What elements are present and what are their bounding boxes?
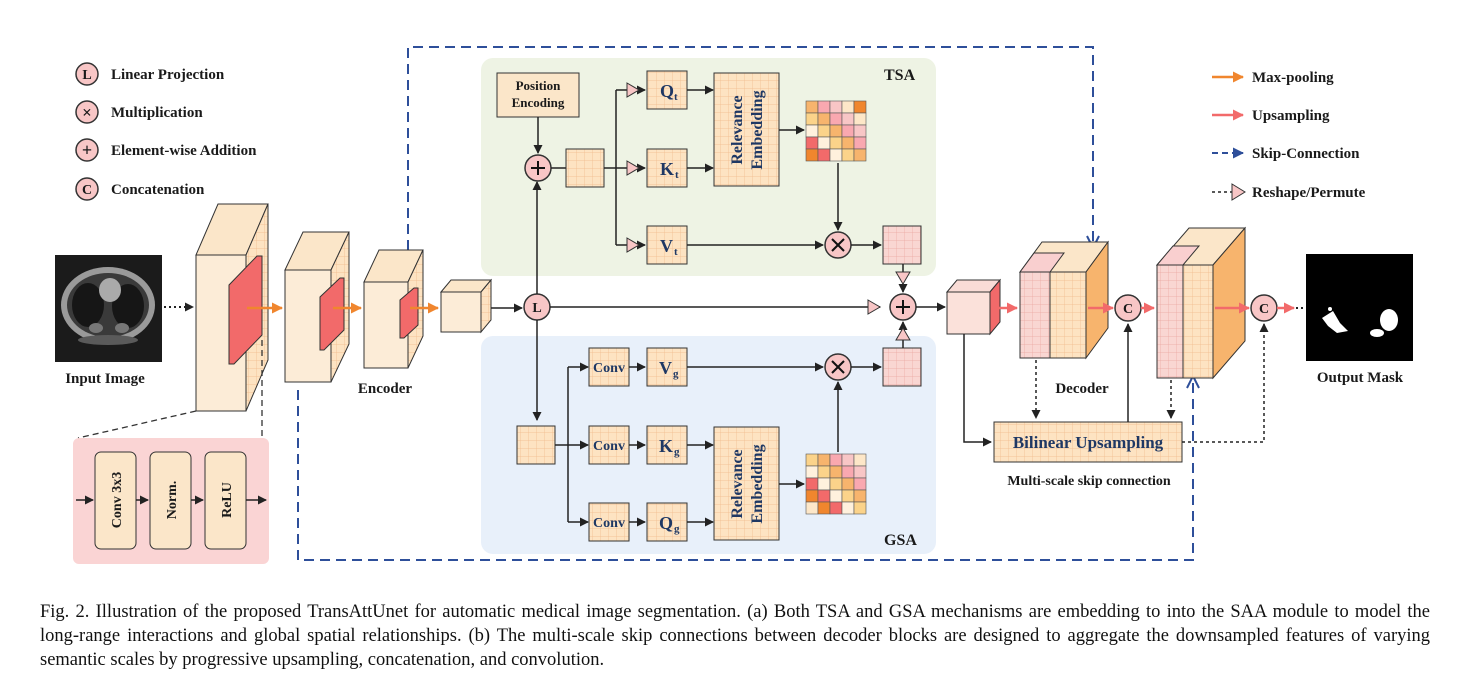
input-image-label: Input Image — [65, 371, 145, 387]
legend-multiplication: × Multiplication — [75, 100, 203, 124]
conv-block-detail: Conv 3x3 Norm. ReLU — [73, 438, 269, 564]
kt-box: K t — [646, 148, 688, 188]
legend-addition: + Element-wise Addition — [75, 138, 257, 162]
addition-glyph: + — [82, 140, 92, 160]
vg-box: V g — [646, 347, 688, 387]
vt-box: V t — [646, 225, 688, 265]
tsa-addition-node — [524, 154, 552, 182]
gsa-attention-matrix — [805, 453, 867, 515]
skip-connections — [297, 46, 1194, 561]
legend-left: L Linear Projection × Multiplication + E… — [75, 62, 257, 201]
legend-label-maxpool: Max-pooling — [1252, 70, 1334, 86]
decoder-block-1 — [1019, 240, 1109, 360]
bottleneck-cube — [439, 278, 493, 334]
svg-text:g: g — [674, 523, 680, 535]
qg-box: Q g — [646, 502, 688, 542]
output-mask-label: Output Mask — [1317, 370, 1404, 386]
multiscale-label: Multi-scale skip connection — [1007, 474, 1171, 489]
svg-text:Encoding: Encoding — [512, 95, 565, 110]
svg-text:t: t — [675, 169, 679, 181]
concatenation-glyph: C — [82, 183, 92, 198]
legend-label-concatenation: Concatenation — [111, 182, 205, 198]
saa-output-cube — [945, 278, 1002, 336]
legend-right: Max-pooling Upsampling Skip-Connection R… — [1212, 70, 1366, 201]
linear-projection-node: L — [523, 293, 551, 321]
gsa-label: GSA — [884, 532, 917, 549]
qt-box: Q t — [646, 70, 688, 110]
gsa-output-box — [882, 347, 922, 387]
svg-text:g: g — [673, 368, 679, 380]
concat-node-2: C — [1250, 294, 1278, 322]
svg-text:K: K — [660, 159, 674, 179]
multiplication-glyph: × — [82, 103, 92, 122]
norm-box: Norm. — [149, 451, 192, 550]
conv3x3-box: Conv 3x3 — [94, 451, 137, 550]
concatenation-icon — [75, 177, 99, 201]
decoder-block-2 — [1155, 226, 1247, 380]
legend-label-linear: Linear Projection — [111, 67, 225, 83]
legend-concatenation: C Concatenation — [75, 177, 205, 201]
relu-box: ReLU — [204, 451, 247, 550]
svg-text:Embedding: Embedding — [749, 90, 766, 169]
legend-label-multiplication: Multiplication — [111, 105, 203, 121]
gsa-conv-3: Conv — [588, 502, 630, 542]
encoder-block-2 — [284, 231, 350, 383]
svg-text:Embedding: Embedding — [749, 444, 766, 523]
decoder-label: Decoder — [1055, 381, 1109, 397]
gsa-relevance-embedding: Relevance Embedding — [713, 426, 780, 541]
svg-text:V: V — [660, 236, 673, 256]
svg-text:Conv: Conv — [593, 516, 625, 531]
svg-text:Relevance: Relevance — [729, 95, 746, 164]
svg-text:V: V — [659, 358, 672, 378]
kg-box: K g — [646, 425, 688, 465]
position-encoding-box: Position Encoding — [496, 72, 580, 118]
legend-label-upsampling: Upsampling — [1252, 108, 1330, 124]
svg-text:K: K — [659, 436, 673, 456]
concat-node-1: C — [1114, 294, 1142, 322]
svg-text:Bilinear Upsampling: Bilinear Upsampling — [1013, 433, 1164, 452]
tsa-multiplication-node — [824, 231, 852, 259]
legend-label-reshape: Reshape/Permute — [1252, 185, 1366, 201]
svg-text:Conv: Conv — [593, 361, 625, 376]
tsa-label: TSA — [884, 67, 916, 84]
transattunet-diagram: L Linear Projection × Multiplication + E… — [55, 46, 1413, 564]
tsa-output-box — [882, 225, 922, 265]
svg-text:C: C — [1123, 302, 1133, 317]
gsa-feature-box — [516, 425, 556, 465]
figure-caption: Fig. 2. Illustration of the proposed Tra… — [40, 602, 1430, 670]
legend-label-addition: Element-wise Addition — [111, 143, 257, 159]
saa-addition-node — [889, 293, 917, 321]
svg-text:Q: Q — [659, 513, 673, 533]
encoder-label: Encoder — [358, 381, 413, 397]
gsa-conv-2: Conv — [588, 425, 630, 465]
svg-text:Relevance: Relevance — [729, 449, 746, 518]
svg-text:Position: Position — [516, 78, 562, 93]
svg-text:t: t — [674, 91, 678, 103]
svg-text:g: g — [674, 446, 680, 458]
linear-projection-icon — [75, 62, 99, 86]
linear-glyph: L — [82, 68, 91, 83]
legend-linear: L Linear Projection — [75, 62, 225, 86]
svg-text:t: t — [674, 246, 678, 258]
legend-label-skip: Skip-Connection — [1252, 146, 1360, 162]
input-image — [55, 255, 162, 362]
encoder-block-1 — [195, 203, 269, 412]
bilinear-upsampling-box: Bilinear Upsampling — [993, 421, 1183, 463]
tsa-relevance-embedding: Relevance Embedding — [713, 72, 780, 187]
multiplication-icon — [75, 100, 99, 124]
tsa-attention-matrix — [805, 100, 867, 162]
svg-text:Conv 3x3: Conv 3x3 — [110, 472, 125, 528]
gsa-conv-1: Conv — [588, 347, 630, 387]
svg-text:ReLU: ReLU — [220, 482, 235, 518]
svg-text:Norm.: Norm. — [165, 481, 180, 520]
svg-text:L: L — [532, 301, 541, 316]
svg-text:Q: Q — [660, 81, 674, 101]
tsa-feature-box — [565, 148, 605, 188]
svg-text:Conv: Conv — [593, 439, 625, 454]
gsa-multiplication-node — [824, 353, 852, 381]
addition-icon — [75, 138, 99, 162]
output-mask — [1306, 254, 1413, 361]
svg-text:C: C — [1259, 302, 1269, 317]
